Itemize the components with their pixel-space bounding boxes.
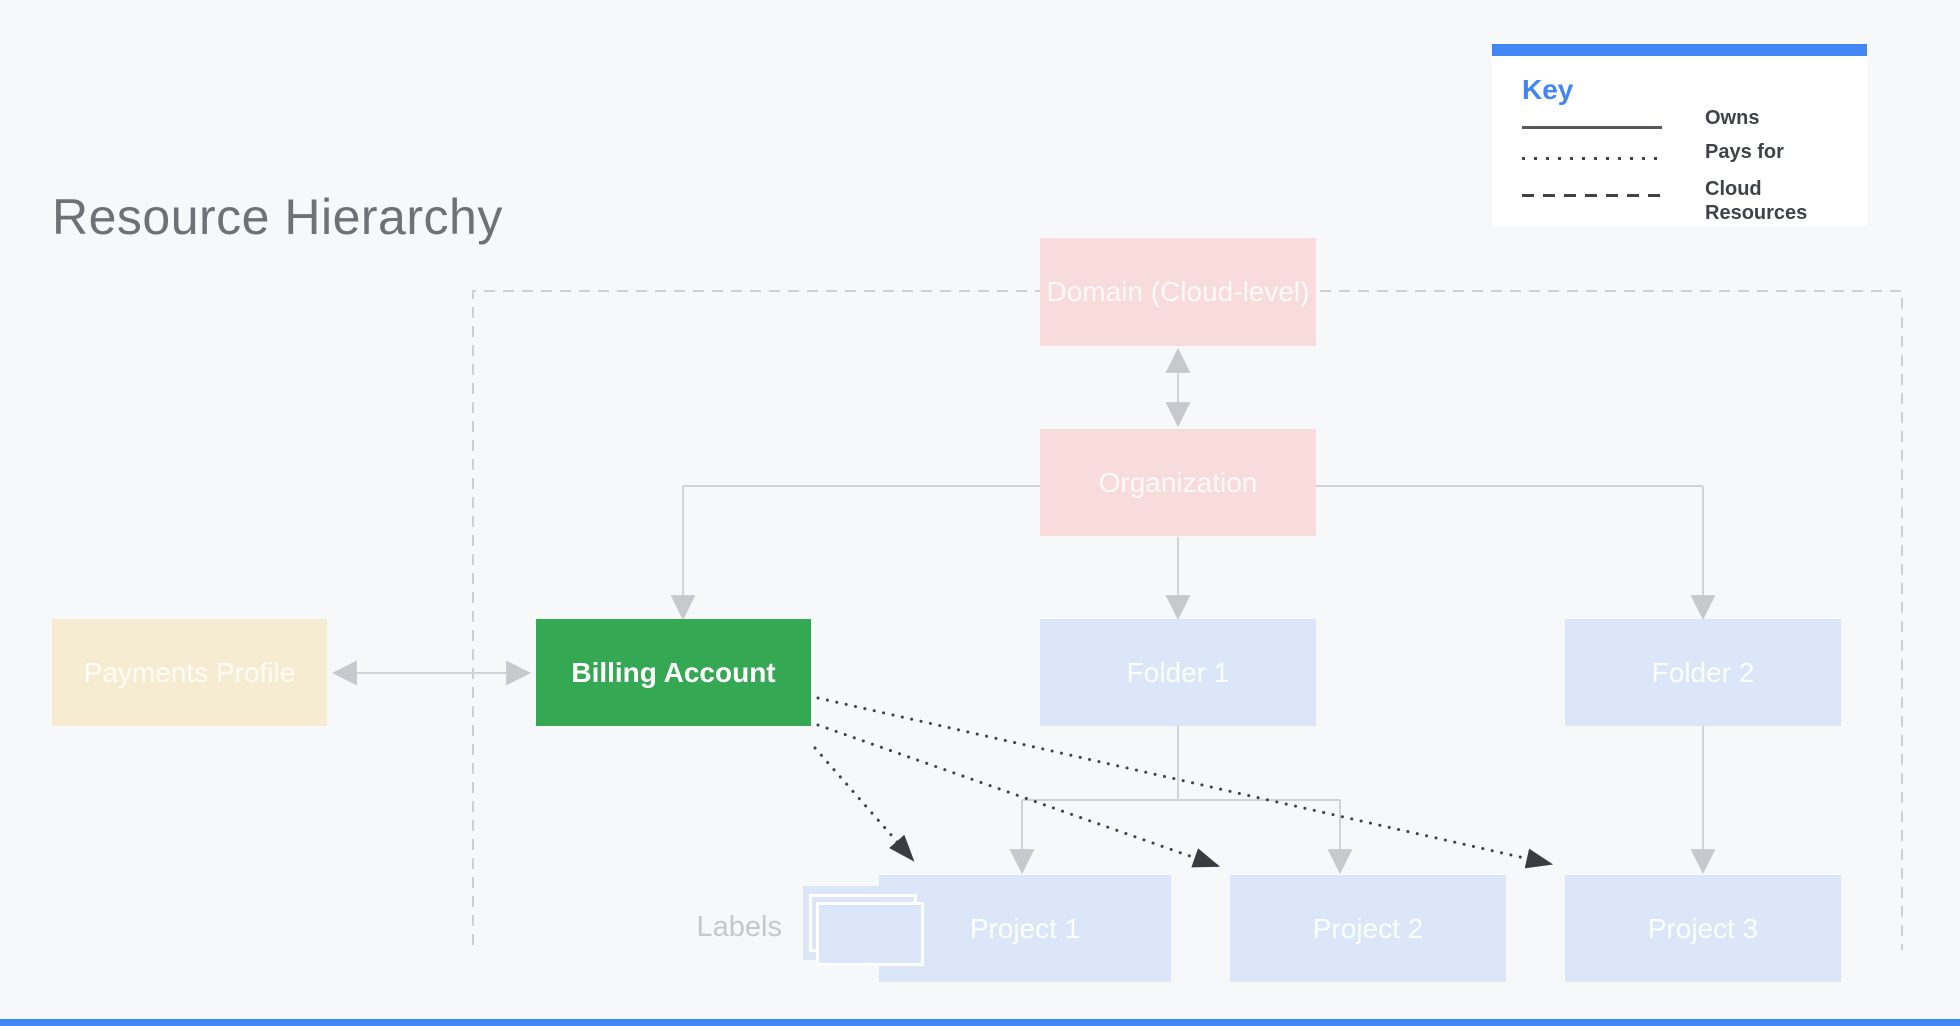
node-organization: Organization <box>1040 429 1316 536</box>
node-project-1-label: Project 1 <box>969 912 1081 944</box>
node-folder-1-label: Folder 1 <box>1126 656 1230 688</box>
pays-for-billing-to-project3 <box>816 696 1554 869</box>
node-project-3: Project 3 <box>1565 875 1841 982</box>
legend-body: Key Owns Pays for Cloud Resources <box>1492 56 1867 226</box>
page-title: Resource Hierarchy <box>52 189 503 245</box>
node-folder-2-label: Folder 2 <box>1651 656 1755 688</box>
node-folder-2: Folder 2 <box>1565 619 1841 726</box>
node-project-1: Project 1 <box>879 875 1171 982</box>
node-folder-1: Folder 1 <box>1040 619 1316 726</box>
bottom-accent-bar <box>0 1019 1960 1026</box>
legend: Key Owns Pays for Cloud Resources <box>1492 44 1867 226</box>
node-billing-account: Billing Account <box>536 619 811 726</box>
legend-solid-line-sample <box>1522 126 1662 129</box>
legend-accent-bar <box>1492 44 1867 56</box>
legend-dotted-line-sample <box>1522 157 1662 160</box>
legend-label-cloud-resources: Cloud Resources <box>1705 178 1808 224</box>
pays-for-billing-to-project1 <box>813 746 915 862</box>
labels-card-front <box>816 902 924 966</box>
legend-label-pays-for: Pays for <box>1705 141 1784 163</box>
pays-for-billing-to-project2 <box>816 723 1221 868</box>
node-organization-label: Organization <box>1098 466 1258 498</box>
labels-caption: Labels <box>696 911 782 943</box>
node-project-2-label: Project 2 <box>1312 912 1424 944</box>
node-payments-profile-label: Payments Profile <box>83 656 296 688</box>
node-project-2: Project 2 <box>1230 875 1506 982</box>
node-payments-profile: Payments Profile <box>52 619 327 726</box>
legend-label-owns: Owns <box>1705 107 1760 129</box>
node-domain-label: Domain (Cloud-level) <box>1046 276 1310 307</box>
node-billing-account-label: Billing Account <box>571 656 776 688</box>
legend-dashed-line-sample <box>1522 194 1662 197</box>
labels-stack-icon <box>803 886 925 968</box>
node-domain: Domain (Cloud-level) <box>1040 238 1316 346</box>
node-project-3-label: Project 3 <box>1647 912 1759 944</box>
legend-heading: Key <box>1522 74 1574 105</box>
